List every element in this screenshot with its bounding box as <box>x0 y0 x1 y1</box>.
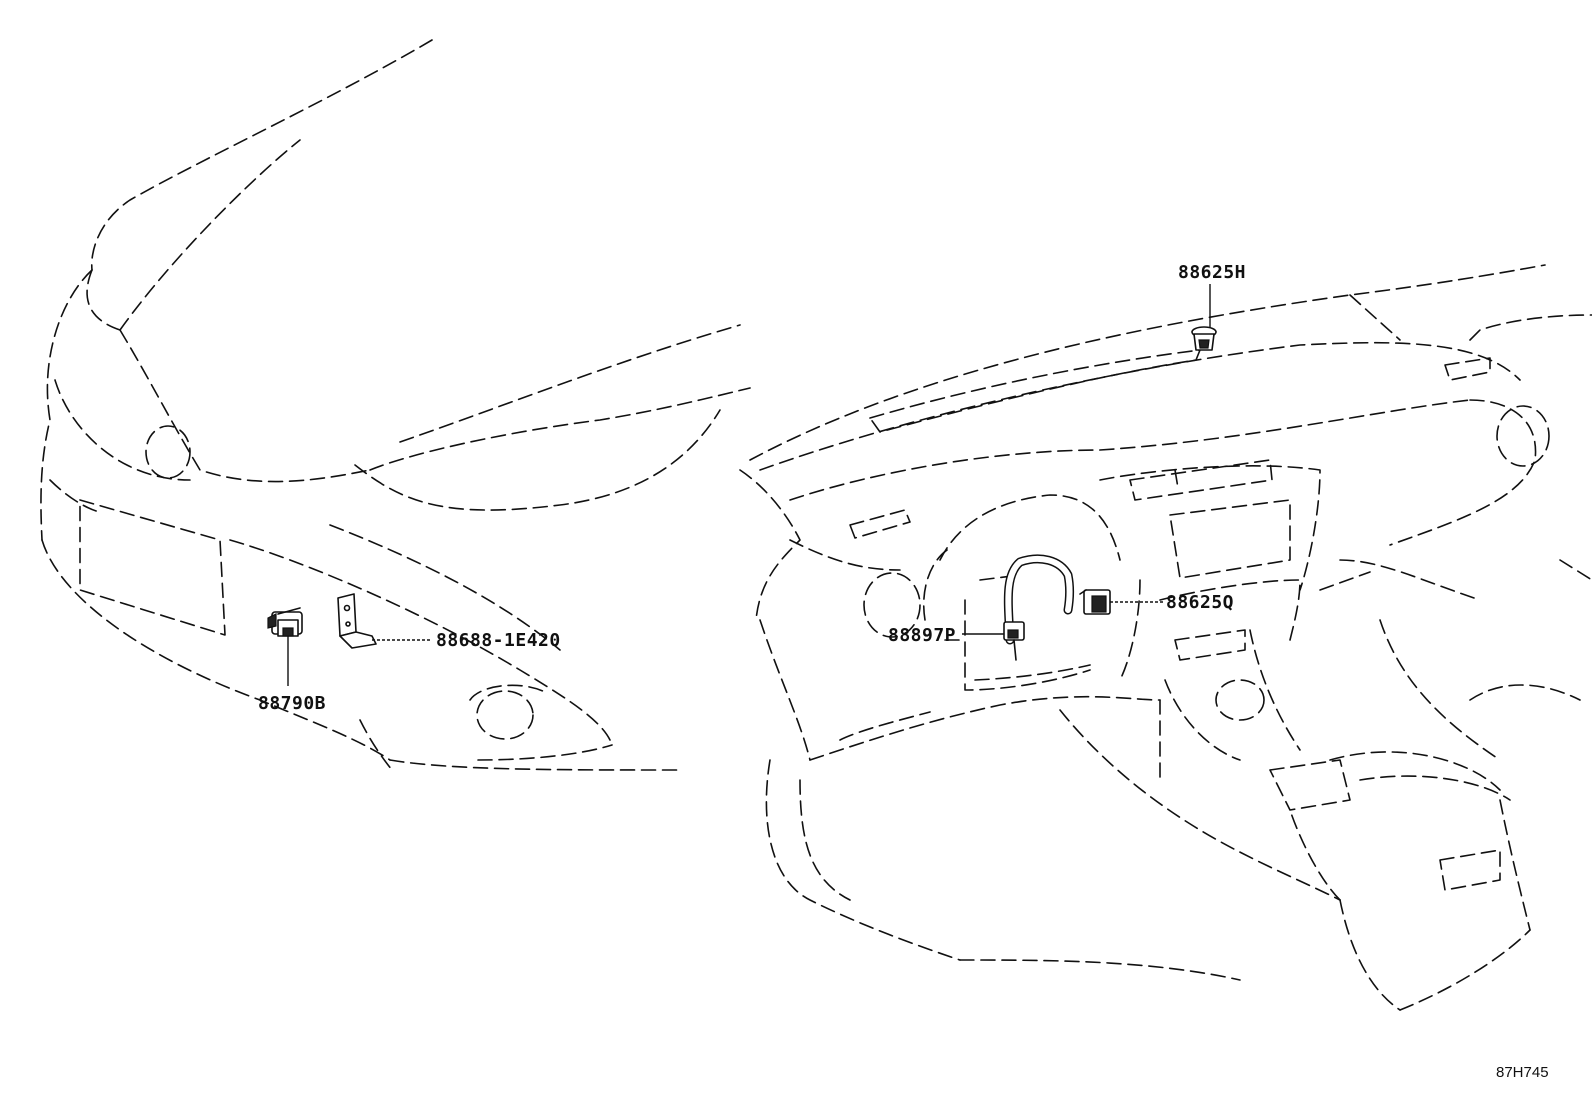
steering-sensor-part-88897P[interactable] <box>1003 554 1074 661</box>
dashboard-illustration <box>739 264 1592 1011</box>
dash-sensor-part-88625Q[interactable] <box>1079 589 1111 615</box>
label-steering-sensor: 88897P <box>888 625 956 646</box>
label-dash-sensor: 88625Q <box>1166 592 1234 613</box>
label-top-sensor: 88625H <box>1178 262 1246 283</box>
diagram-code: 87H745 <box>1496 1064 1549 1081</box>
label-bracket: 88688-1E420 <box>436 630 561 651</box>
top-sensor-part-88625H[interactable] <box>1191 326 1217 351</box>
bracket-part-88688-1E420[interactable] <box>337 593 377 649</box>
label-horn: 88790B <box>258 693 326 714</box>
horn-part-88790B[interactable] <box>267 607 303 637</box>
front-bumper-illustration <box>40 39 751 771</box>
